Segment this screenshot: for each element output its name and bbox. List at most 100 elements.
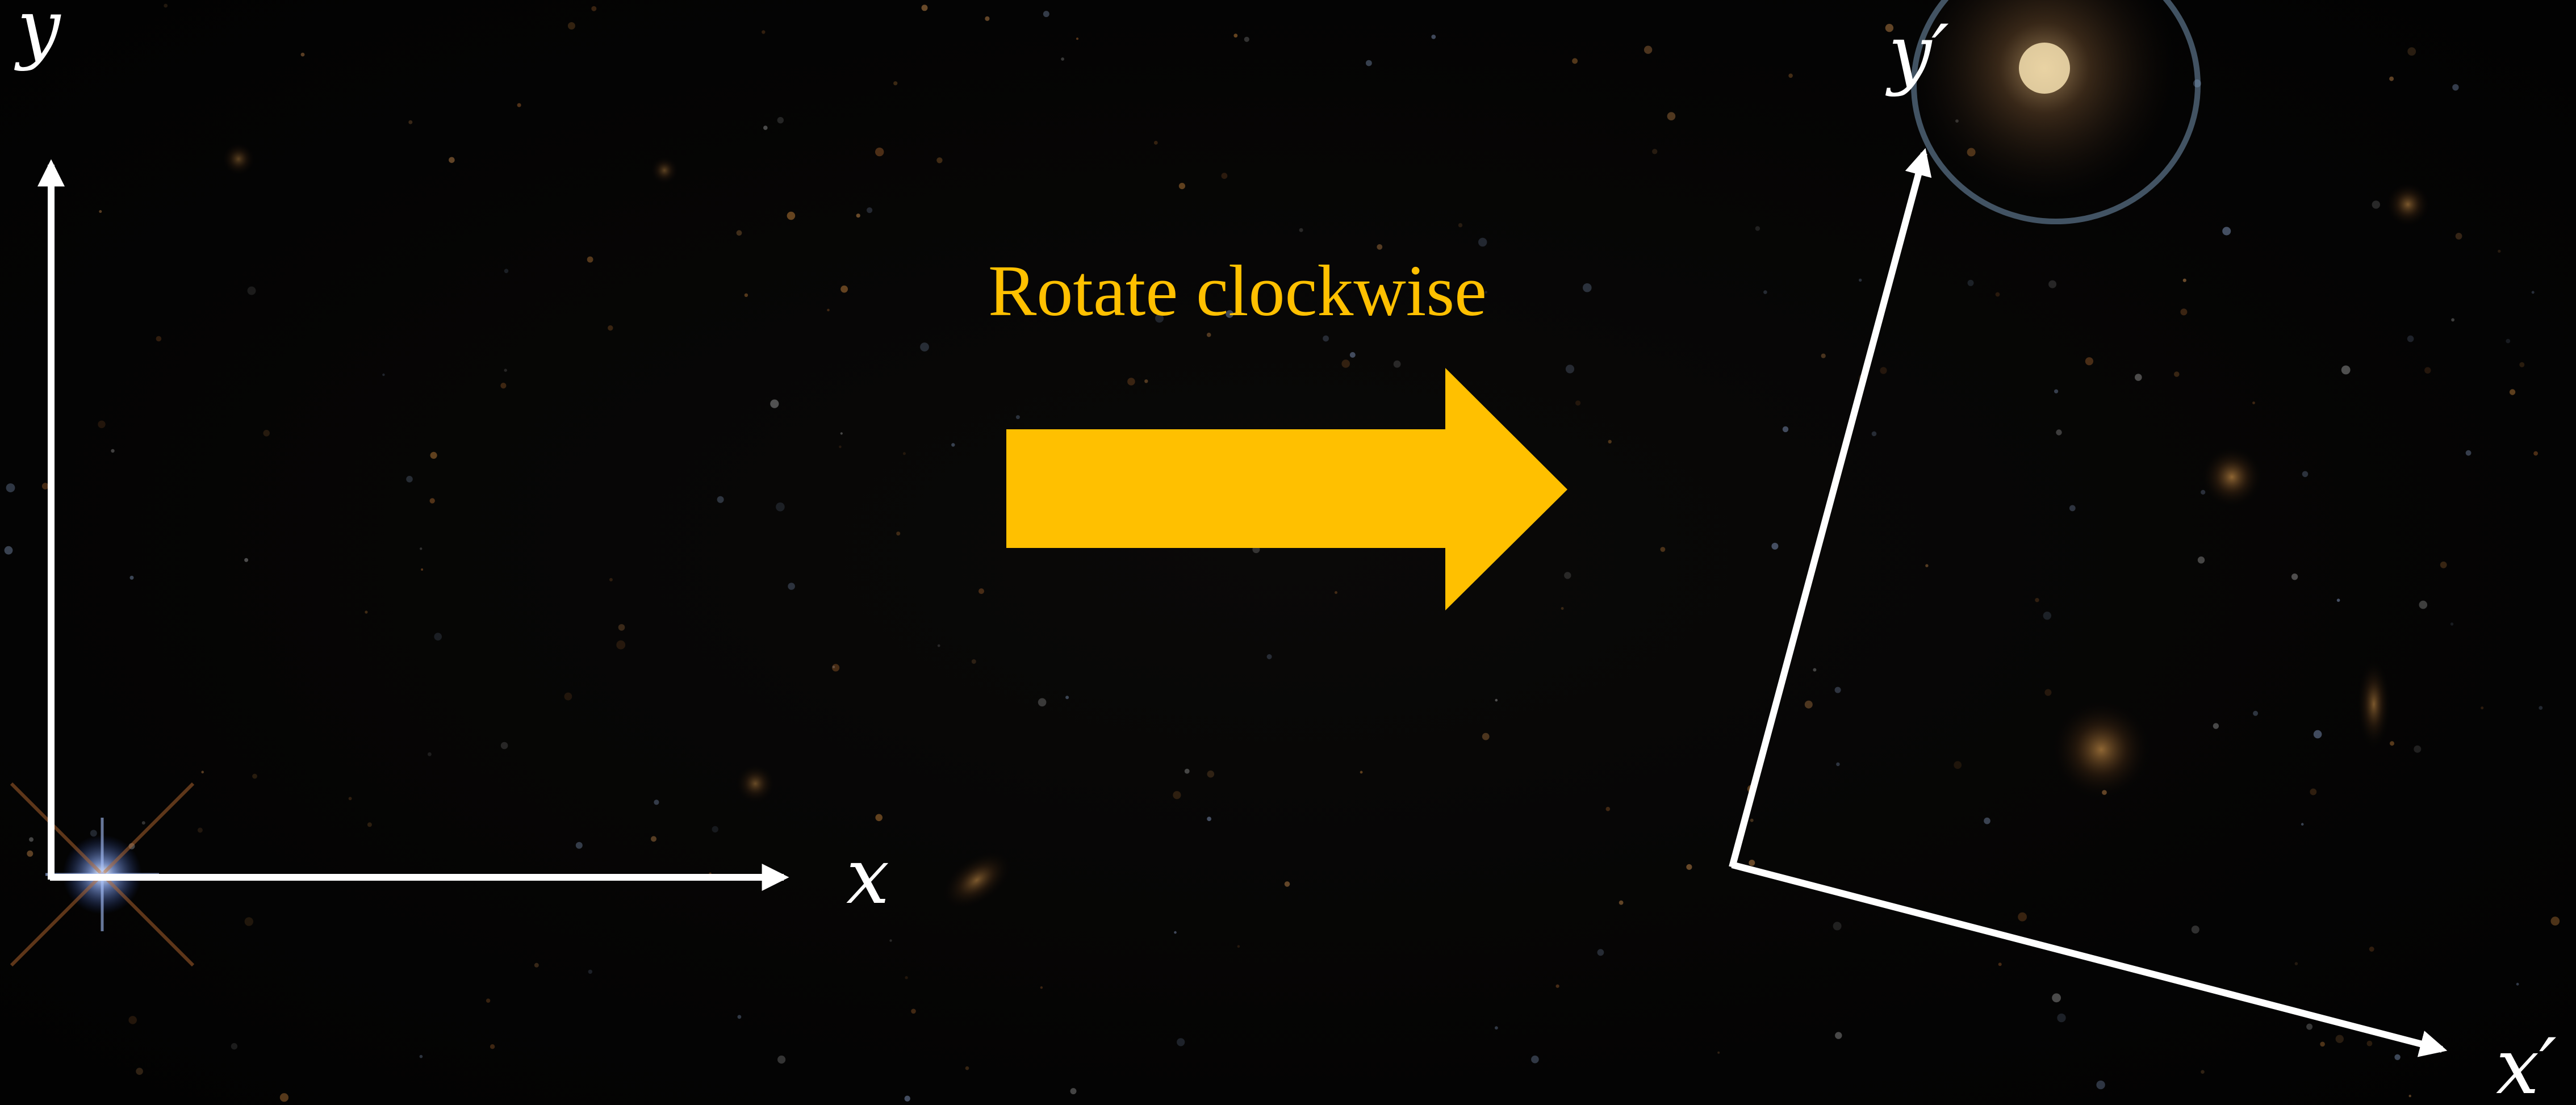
star-speck <box>382 373 385 376</box>
star-speck <box>2035 598 2039 602</box>
star-speck <box>736 230 742 236</box>
star-speck <box>1583 283 1592 292</box>
star-speck <box>2213 723 2219 729</box>
star-speck <box>762 30 766 34</box>
star-speck <box>2407 335 2414 342</box>
star-speck <box>2509 389 2516 395</box>
star-speck <box>98 420 106 428</box>
star-speck <box>2182 278 2186 282</box>
star-speck <box>2306 1023 2313 1030</box>
star-speck <box>164 3 168 8</box>
star-speck <box>1226 310 1233 318</box>
star-speck <box>2301 823 2304 826</box>
star-speck <box>300 52 305 57</box>
star-speck <box>90 830 97 837</box>
star-speck <box>712 826 718 833</box>
star-speck <box>263 430 270 437</box>
star-speck <box>2498 249 2501 253</box>
star-speck <box>904 1095 910 1102</box>
star-speck <box>965 1066 969 1070</box>
star-speck <box>27 850 34 857</box>
star-speck <box>2407 47 2416 56</box>
star-speck <box>2533 451 2538 456</box>
star-speck <box>2253 710 2259 716</box>
star-speck <box>618 624 625 631</box>
star-speck <box>2222 227 2231 236</box>
star-speck <box>2069 505 2076 512</box>
star-speck <box>1835 1032 1842 1039</box>
star-speck <box>1984 817 1990 824</box>
star-speck <box>1484 291 1488 294</box>
star-speck <box>490 1044 495 1049</box>
star-speck <box>1174 931 1177 934</box>
caption: Rotate clockwise <box>988 250 1487 331</box>
star-speck <box>2389 76 2394 81</box>
star-speck <box>1144 379 1148 383</box>
star-speck <box>419 1054 423 1058</box>
star-speck <box>129 575 134 580</box>
star-speck <box>1177 1038 1185 1047</box>
star-speck <box>1366 60 1372 66</box>
star-speck <box>1565 365 1575 374</box>
star-speck <box>430 451 437 459</box>
star-speck <box>1954 761 1962 769</box>
star-speck <box>500 383 507 389</box>
star-speck <box>2451 318 2454 322</box>
star-speck <box>1660 547 1666 552</box>
star-speck <box>1667 112 1676 120</box>
star-speck <box>1782 426 1789 433</box>
star-speck <box>951 443 955 447</box>
star-speck <box>1065 696 1069 700</box>
star-speck <box>2516 982 2519 986</box>
star-speck <box>856 214 860 218</box>
star-speck <box>2335 1035 2344 1043</box>
star-speck <box>408 120 413 124</box>
star-speck <box>1377 244 1383 250</box>
starfield <box>4 3 2560 1102</box>
x-axis-label: x <box>846 832 889 921</box>
star-speck <box>1221 173 1228 179</box>
star-speck <box>2052 993 2061 1003</box>
star-speck <box>1482 733 1490 740</box>
star-speck <box>252 773 257 779</box>
star-speck <box>1572 58 1578 64</box>
star-speck <box>575 842 583 849</box>
star-speck <box>1184 768 1190 774</box>
star-speck <box>893 81 898 86</box>
star-speck <box>420 547 423 550</box>
star-speck <box>1755 226 1760 231</box>
star-speck <box>1070 1088 1077 1095</box>
star-speck <box>534 962 539 968</box>
star-speck <box>1341 359 1350 368</box>
star-speck <box>833 665 835 668</box>
star-speck <box>2291 574 2298 580</box>
star-speck <box>136 1068 143 1075</box>
lensed-galaxy <box>1911 0 2201 224</box>
star-speck <box>1880 367 1887 374</box>
star-speck <box>1335 591 1337 594</box>
star-speck <box>920 342 929 351</box>
star-speck <box>1575 400 1581 406</box>
star-speck <box>1995 292 2000 297</box>
star-speck <box>2390 741 2394 746</box>
x-prime-axis <box>1731 861 2448 1057</box>
star-speck <box>231 1043 238 1050</box>
star-speck <box>244 558 249 562</box>
star-speck <box>654 800 659 805</box>
star-speck <box>2481 706 2484 710</box>
star-speck <box>504 369 507 372</box>
star-speck <box>1061 57 1064 61</box>
star-speck <box>406 476 413 483</box>
star-speck <box>737 1015 742 1019</box>
star-speck <box>1153 141 1158 145</box>
star-speck <box>1834 687 1841 693</box>
star-speck <box>244 917 253 926</box>
star-speck <box>2414 745 2422 753</box>
star-speck <box>348 797 352 801</box>
star-speck <box>840 432 843 435</box>
star-speck <box>1531 1055 1539 1064</box>
star-speck <box>367 822 372 827</box>
star-speck <box>1038 698 1047 707</box>
star-speck <box>1652 149 1658 154</box>
star-speck <box>428 752 432 756</box>
